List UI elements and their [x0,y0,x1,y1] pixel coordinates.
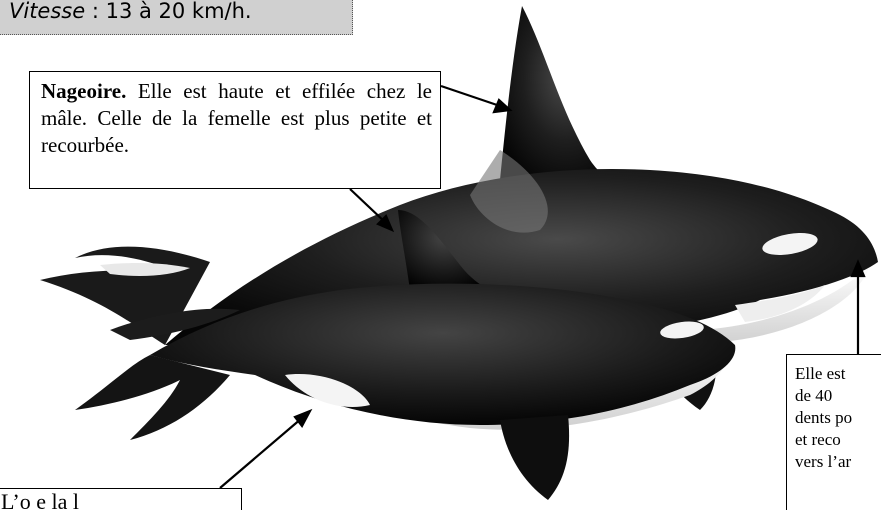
male-dorsal-fin [500,6,620,185]
nageoire-callout: Nageoire. Elle est haute et effilée chez… [29,71,441,189]
speed-value: : 13 à 20 km/h. [85,0,251,23]
nageoire-title: Nageoire. [41,79,126,103]
dents-line: vers l’ar [795,451,881,473]
female-pectoral-fin [500,415,569,500]
dents-line: dents po [795,407,881,429]
dents-line: Elle est [795,363,881,385]
dents-line: et reco [795,429,881,451]
female-tail-fluke [75,355,230,440]
bottom-callout-text: L’o e la l [1,489,79,510]
speed-box: Vitesse : 13 à 20 km/h. [0,0,353,35]
dents-line: de 40 [795,385,881,407]
dents-callout: Elle est de 40 dents po et reco vers l’a… [786,354,881,510]
speed-label: Vitesse [9,0,85,23]
bottom-callout: L’o e la l [0,488,242,510]
